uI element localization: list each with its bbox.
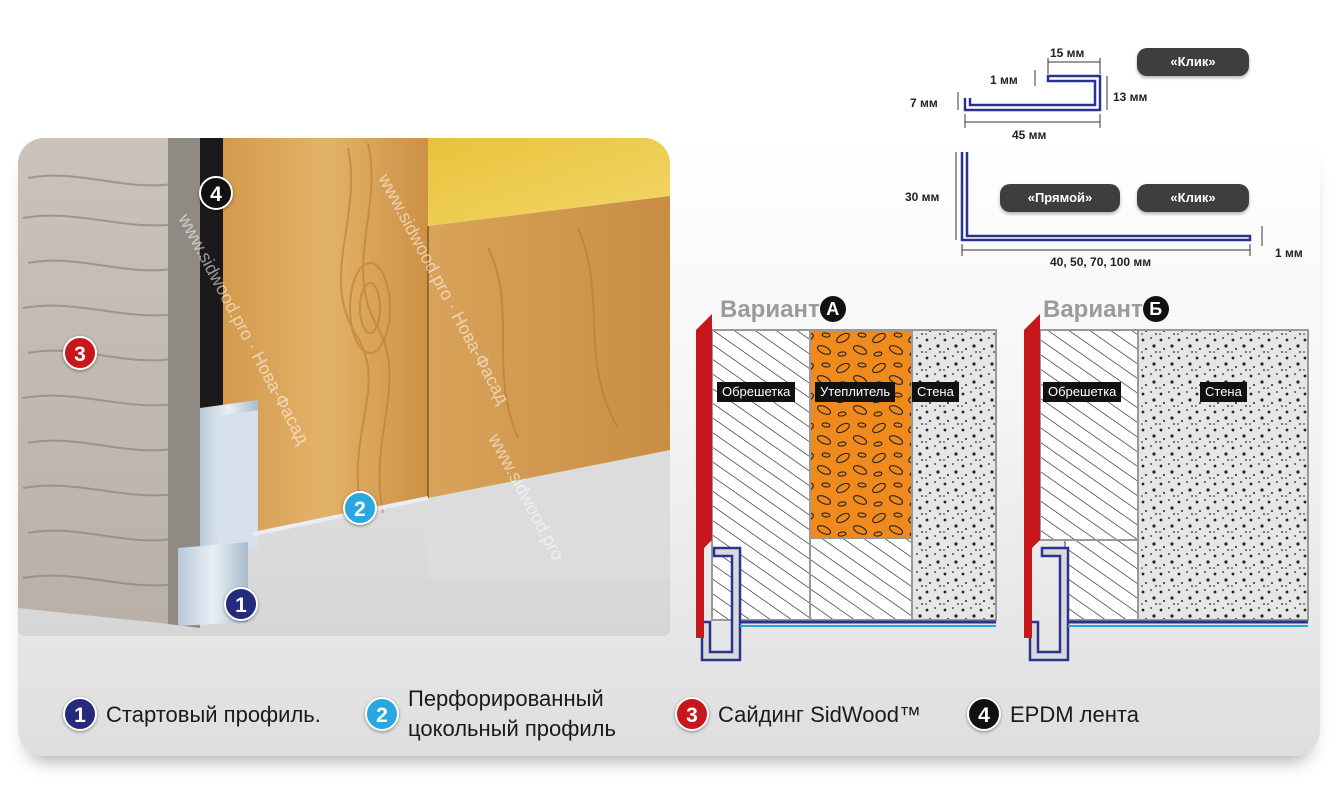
photo-illustration: www.sidwood.pro · Нова-Фасад www.sidwood… (18, 138, 670, 636)
dim-thickness-bottom: 1 мм (1275, 246, 1303, 260)
pill-straight: «Прямой» (1000, 184, 1120, 212)
label-wall-b: Стена (1200, 382, 1247, 402)
dim-thickness-top: 1 мм (990, 73, 1018, 87)
pill-click-bottom: «Клик» (1137, 184, 1249, 212)
label-insulation-a: Утеплитель (815, 382, 896, 402)
badge-starter-profile: 1 (224, 587, 258, 621)
label-battens-a: Обрешетка (717, 382, 796, 402)
legend-text-3: Сайдинг SidWood™ (718, 702, 921, 727)
legend-badge-2: 2 (365, 697, 399, 731)
profile-drawings (955, 58, 1263, 256)
legend-text-4: EPDM лента (1010, 702, 1139, 727)
label-battens-b: Обрешетка (1043, 382, 1122, 402)
variant-a-letter: А (819, 296, 846, 322)
dim-bottom-width: 45 мм (1012, 128, 1047, 142)
label-wall-a: Стена (912, 382, 959, 402)
variant-b-title-text: Вариант (1043, 296, 1143, 323)
variant-b-letter: Б (1142, 296, 1169, 322)
legend-badge-1: 1 (63, 697, 97, 731)
pill-click-top: «Клик» (1137, 48, 1249, 76)
legend-text-1: Стартовый профиль. (106, 702, 321, 727)
legend-text-2-line2: цокольный профиль (408, 716, 616, 741)
variant-a-title-text: Вариант (720, 296, 820, 323)
badge-perforated-profile: 2 (343, 491, 377, 525)
legend-badge-4: 4 (967, 697, 1001, 731)
legend-text-2-line1: Перфорированный (408, 686, 604, 711)
dim-widths: 40, 50, 70, 100 мм (1050, 255, 1152, 269)
legend-badge-3: 3 (675, 697, 709, 731)
dim-left-height: 7 мм (910, 96, 938, 110)
dim-right-height: 13 мм (1113, 90, 1148, 104)
badge-epdm-tape: 4 (199, 176, 233, 210)
variant-a-drawing (696, 314, 997, 662)
badge-siding: 3 (63, 336, 97, 370)
variant-b-drawing (1024, 314, 1309, 662)
dim-height: 30 мм (905, 190, 940, 204)
dim-top-width: 15 мм (1050, 46, 1085, 60)
installation-photo: www.sidwood.pro · Нова-Фасад www.sidwood… (18, 138, 670, 636)
variant-diagrams (696, 314, 1309, 662)
